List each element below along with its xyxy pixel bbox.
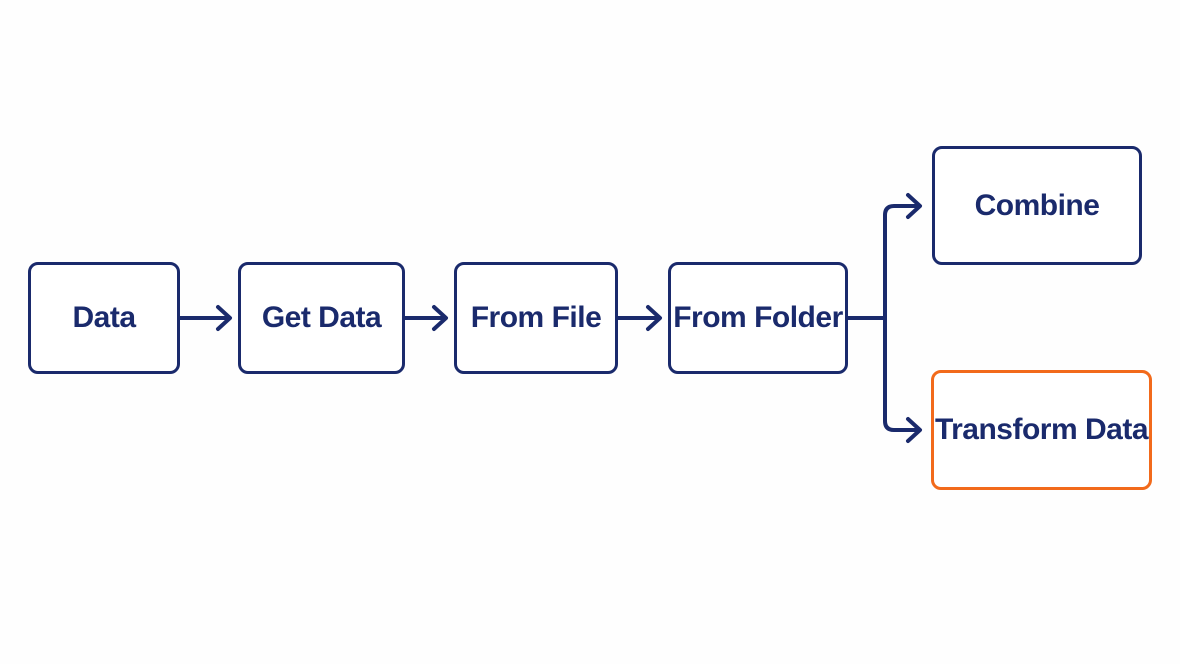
node-from-folder: From Folder — [668, 262, 848, 374]
node-label-from-folder: From Folder — [673, 301, 843, 334]
arrowhead-combine — [906, 193, 922, 219]
node-label-transform-data: Transform Data — [934, 413, 1149, 446]
arrowhead-from-file — [432, 305, 448, 331]
node-from-file: From File — [454, 262, 618, 374]
node-transform-data: Transform Data — [931, 370, 1152, 490]
node-label-data: Data — [72, 301, 136, 334]
node-label-from-file: From File — [470, 301, 602, 334]
node-get-data: Get Data — [238, 262, 405, 374]
arrowhead-transform-data — [906, 417, 922, 443]
node-label-combine: Combine — [974, 188, 1100, 222]
node-combine: Combine — [932, 146, 1142, 265]
edge-branch-to-transform-data — [883, 316, 920, 432]
arrowhead-get-data — [216, 305, 232, 331]
node-label-get-data: Get Data — [261, 301, 382, 334]
edge-branch-to-combine — [883, 204, 920, 320]
arrowhead-from-folder — [646, 305, 662, 331]
node-data: Data — [28, 262, 180, 374]
